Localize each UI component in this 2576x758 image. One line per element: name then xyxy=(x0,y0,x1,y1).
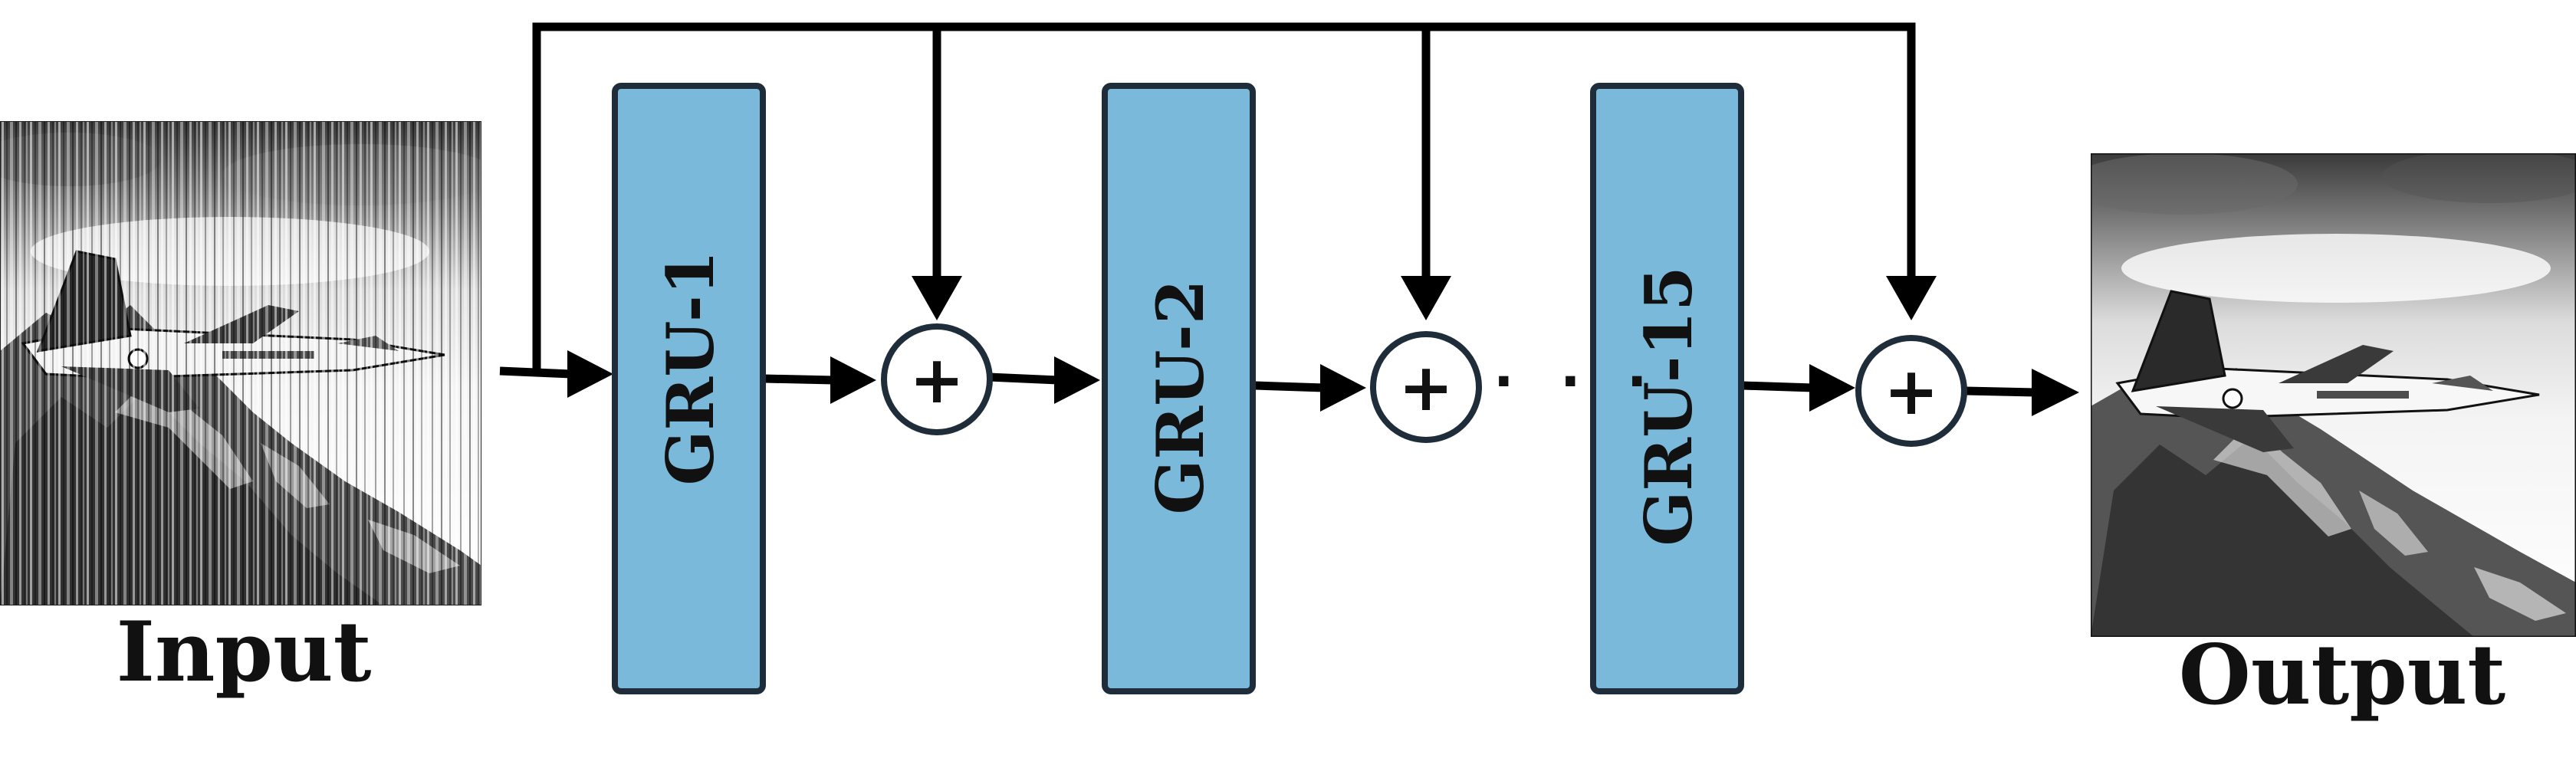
arrow-into-gru-2 xyxy=(1054,356,1100,404)
arrowhead-adder-3 xyxy=(1886,276,1937,320)
arrow-into-adder-3 xyxy=(1809,364,1855,412)
gru-block-2-label: GRU-2 xyxy=(1142,280,1218,515)
skip-arrowheads xyxy=(912,276,1937,320)
arrow-into-output xyxy=(2032,369,2079,416)
adder-2-symbol: + xyxy=(1398,349,1454,426)
gru-block-1-label: GRU-1 xyxy=(652,251,728,486)
adder-3: + xyxy=(1855,335,1967,447)
output-label: Output xyxy=(2179,627,2506,724)
flow-arrowheads xyxy=(567,350,2079,416)
arrow-into-gru-1 xyxy=(567,350,613,398)
arrow-into-adder-1 xyxy=(830,356,876,404)
skip-connection xyxy=(532,22,1916,369)
input-image xyxy=(0,121,481,605)
arrow-into-adder-2 xyxy=(1320,364,1366,412)
gru-block-2: GRU-2 xyxy=(1102,83,1256,694)
input-label: Input xyxy=(117,604,372,701)
gru-block-15-label: GRU-15 xyxy=(1631,266,1707,546)
output-image xyxy=(2091,153,2576,637)
flow-lines xyxy=(499,366,2036,397)
gru-block-15: GRU-15 xyxy=(1590,83,1744,694)
adder-2: + xyxy=(1370,331,1482,443)
adder-3-symbol: + xyxy=(1884,353,1939,430)
gru-block-1: GRU-1 xyxy=(612,83,766,694)
adder-1-symbol: + xyxy=(909,342,964,418)
ellipsis: · · · xyxy=(1493,350,1661,413)
arrowhead-adder-2 xyxy=(1401,276,1451,320)
adder-1: + xyxy=(881,323,993,435)
arrowhead-adder-1 xyxy=(912,276,962,320)
skip-line-rise xyxy=(532,22,1916,369)
